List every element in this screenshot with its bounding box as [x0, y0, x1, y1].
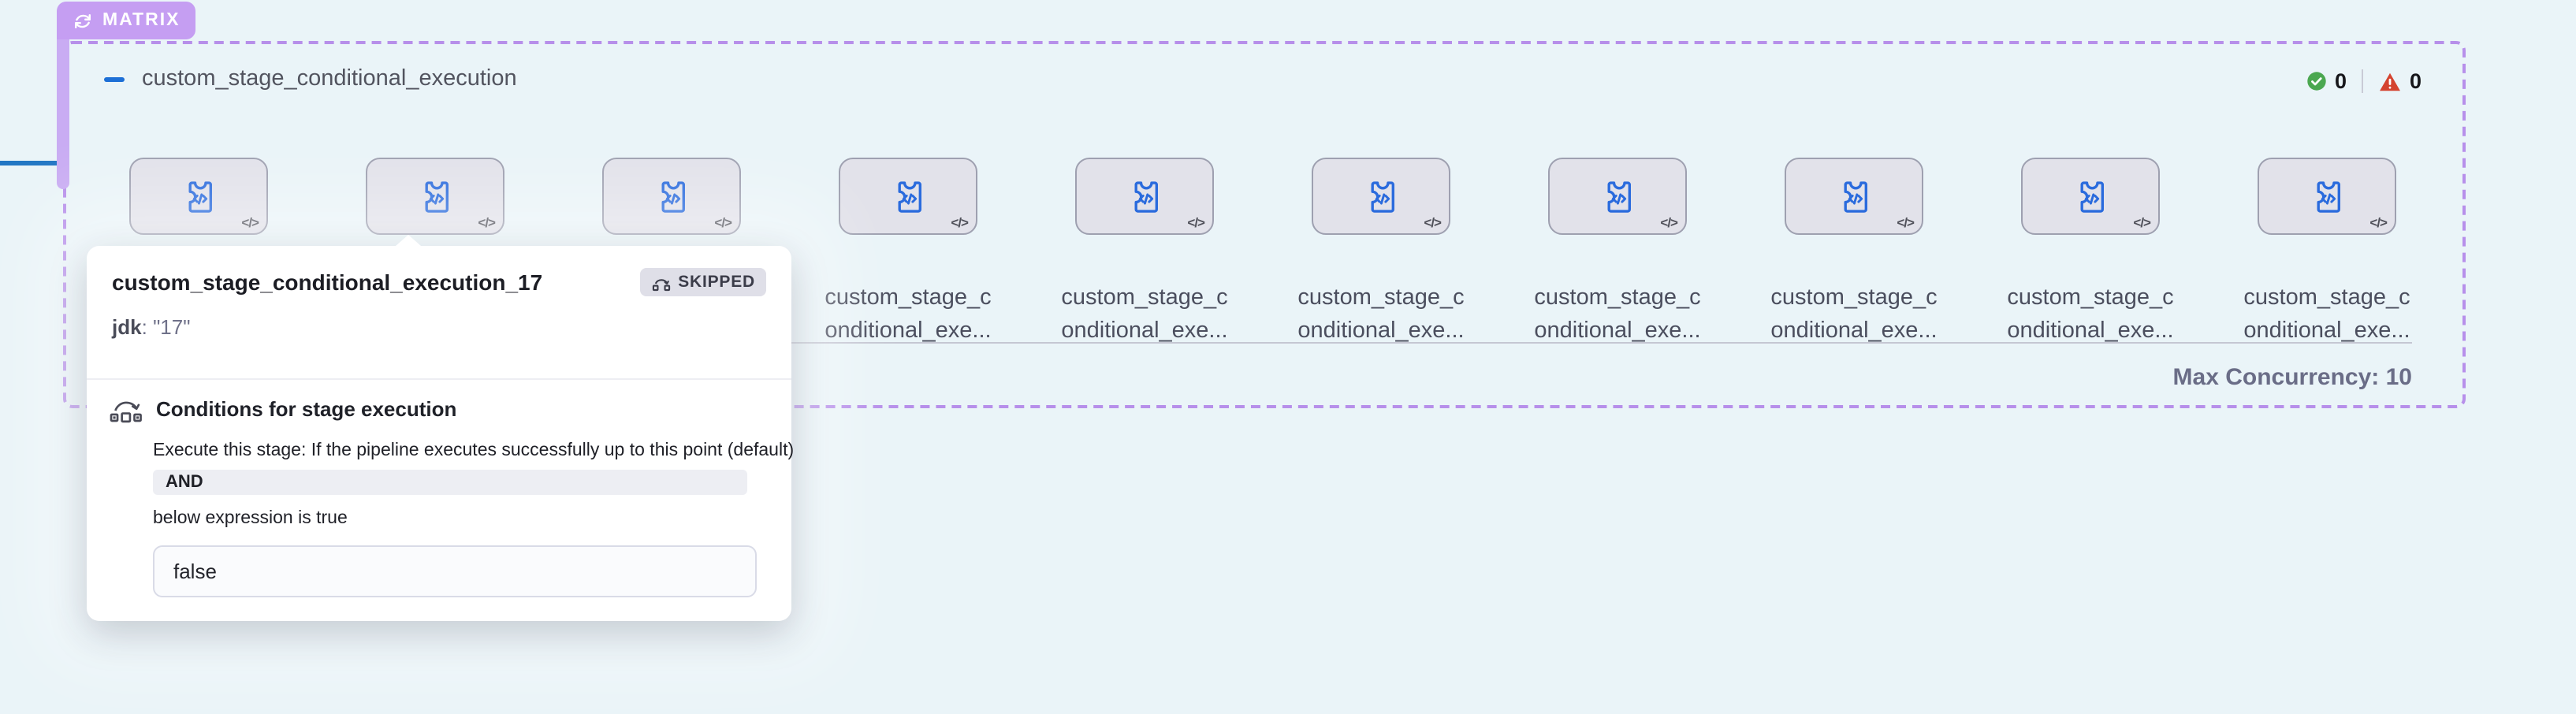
stage-label-line2: onditional_exe... [1770, 318, 1938, 344]
stage-label-line1: custom_stage_c [1061, 285, 1228, 311]
stage-label-line1: custom_stage_c [2243, 285, 2410, 311]
footer-divider [98, 342, 2412, 344]
custom-stage-icon [661, 180, 685, 212]
stage-column: </> custom_stage_c onditional_exe... [1523, 158, 1712, 348]
stage-card[interactable]: </> [1312, 158, 1450, 235]
stage-card[interactable]: </> [602, 158, 741, 235]
error-count: 0 [2409, 69, 2422, 93]
stage-label-line1: custom_stage_c [825, 285, 992, 311]
stage-label: custom_stage_c onditional_exe... [1759, 282, 1949, 348]
matrix-badge-label: MATRIX [102, 11, 181, 30]
custom-stage-icon [425, 180, 449, 212]
expression-value-box: false [153, 545, 757, 597]
custom-stage-icon [1134, 180, 1158, 212]
custom-stage-icon [1844, 180, 1867, 212]
code-glyph-icon: </> [478, 214, 496, 230]
skip-icon [653, 278, 671, 291]
code-glyph-icon: </> [951, 214, 969, 230]
code-glyph-icon: </> [1187, 214, 1205, 230]
code-glyph-icon: </> [1897, 214, 1915, 230]
matrix-title: custom_stage_conditional_execution [142, 66, 517, 91]
pipeline-connector-line [0, 161, 60, 165]
conditions-section-title: Conditions for stage execution [156, 397, 457, 421]
stage-label-line1: custom_stage_c [1534, 285, 1701, 311]
tooltip-caret [396, 235, 421, 246]
stage-card[interactable]: </> [2021, 158, 2160, 235]
stage-label: custom_stage_c onditional_exe... [1523, 282, 1712, 348]
stage-label-line1: custom_stage_c [1297, 285, 1465, 311]
stage-card[interactable]: </> [1075, 158, 1214, 235]
stage-label-line2: onditional_exe... [1297, 318, 1465, 344]
conditions-section-header: Conditions for stage execution [109, 394, 456, 424]
matrix-variable: jdk: "17" [112, 315, 190, 339]
stage-card[interactable]: </> [839, 158, 977, 235]
stage-card[interactable]: </> [129, 158, 268, 235]
stage-label: custom_stage_c onditional_exe... [1286, 282, 1476, 348]
matrix-tab-strip [57, 22, 69, 189]
code-glyph-icon: </> [1424, 214, 1442, 230]
custom-stage-icon [1607, 180, 1631, 212]
stage-card[interactable]: </> [2258, 158, 2396, 235]
stage-card[interactable]: </> [1785, 158, 1923, 235]
stage-label-line2: onditional_exe... [2243, 318, 2410, 344]
success-icon [2307, 72, 2326, 91]
matrix-header: custom_stage_conditional_execution [104, 66, 517, 91]
loop-icon [75, 13, 91, 28]
stage-label: custom_stage_c onditional_exe... [1996, 282, 2185, 348]
tooltip-stage-title: custom_stage_conditional_execution_17 [112, 270, 543, 295]
stage-label: custom_stage_c onditional_exe... [2232, 282, 2422, 348]
stage-card[interactable]: </> [1548, 158, 1687, 235]
variable-value: "17" [153, 315, 191, 339]
success-count: 0 [2334, 69, 2347, 93]
status-badge: SKIPPED [640, 268, 766, 296]
stage-card[interactable]: </> [366, 158, 504, 235]
matrix-stage-container: custom_stage_conditional_execution 0 0 <… [63, 41, 2466, 408]
conditional-execution-icon [110, 401, 142, 423]
expression-hint: below expression is true [153, 509, 348, 528]
stage-label: custom_stage_c onditional_exe... [1050, 282, 1239, 348]
stage-column: </> custom_stage_c onditional_exe... [813, 158, 1003, 348]
custom-stage-icon [2080, 180, 2104, 212]
stage-column: </> custom_stage_c onditional_exe... [1996, 158, 2185, 348]
count-separator [2362, 69, 2364, 93]
collapse-minus-icon[interactable] [104, 76, 125, 81]
stage-label-line2: onditional_exe... [1061, 318, 1228, 344]
stage-tooltip: custom_stage_conditional_execution_17 SK… [87, 235, 795, 621]
stage-label-line1: custom_stage_c [2007, 285, 2174, 311]
stage-label-line1: custom_stage_c [1770, 285, 1938, 311]
code-glyph-icon: </> [714, 214, 732, 230]
code-glyph-icon: </> [2369, 214, 2388, 230]
custom-stage-icon [2317, 180, 2340, 212]
custom-stage-icon [1371, 180, 1394, 212]
tooltip-divider [87, 378, 791, 380]
warning-icon [2381, 72, 2401, 91]
stage-column: </> custom_stage_c onditional_exe... [2232, 158, 2422, 348]
code-glyph-icon: </> [1660, 214, 1678, 230]
stage-column: </> custom_stage_c onditional_exe... [1759, 158, 1949, 348]
code-glyph-icon: </> [2133, 214, 2151, 230]
code-glyph-icon: </> [241, 214, 259, 230]
stage-label-line2: onditional_exe... [2007, 318, 2174, 344]
stage-column: </> custom_stage_c onditional_exe... [1286, 158, 1476, 348]
status-counts: 0 0 [2306, 69, 2422, 93]
custom-stage-icon [898, 180, 921, 212]
matrix-badge: MATRIX [57, 2, 196, 39]
variable-key: jdk [112, 315, 142, 339]
stage-label: custom_stage_c onditional_exe... [813, 282, 1003, 348]
stage-label-line2: onditional_exe... [1534, 318, 1701, 344]
status-badge-label: SKIPPED [678, 273, 755, 292]
max-concurrency-label: Max Concurrency: 10 [2172, 364, 2412, 391]
condition-description: Execute this stage: If the pipeline exec… [153, 441, 795, 460]
variable-separator: : [141, 315, 154, 339]
stage-column: </> custom_stage_c onditional_exe... [1050, 158, 1239, 348]
custom-stage-icon [188, 180, 212, 212]
stage-label-line2: onditional_exe... [825, 318, 992, 344]
operator-chip: AND [153, 470, 747, 495]
